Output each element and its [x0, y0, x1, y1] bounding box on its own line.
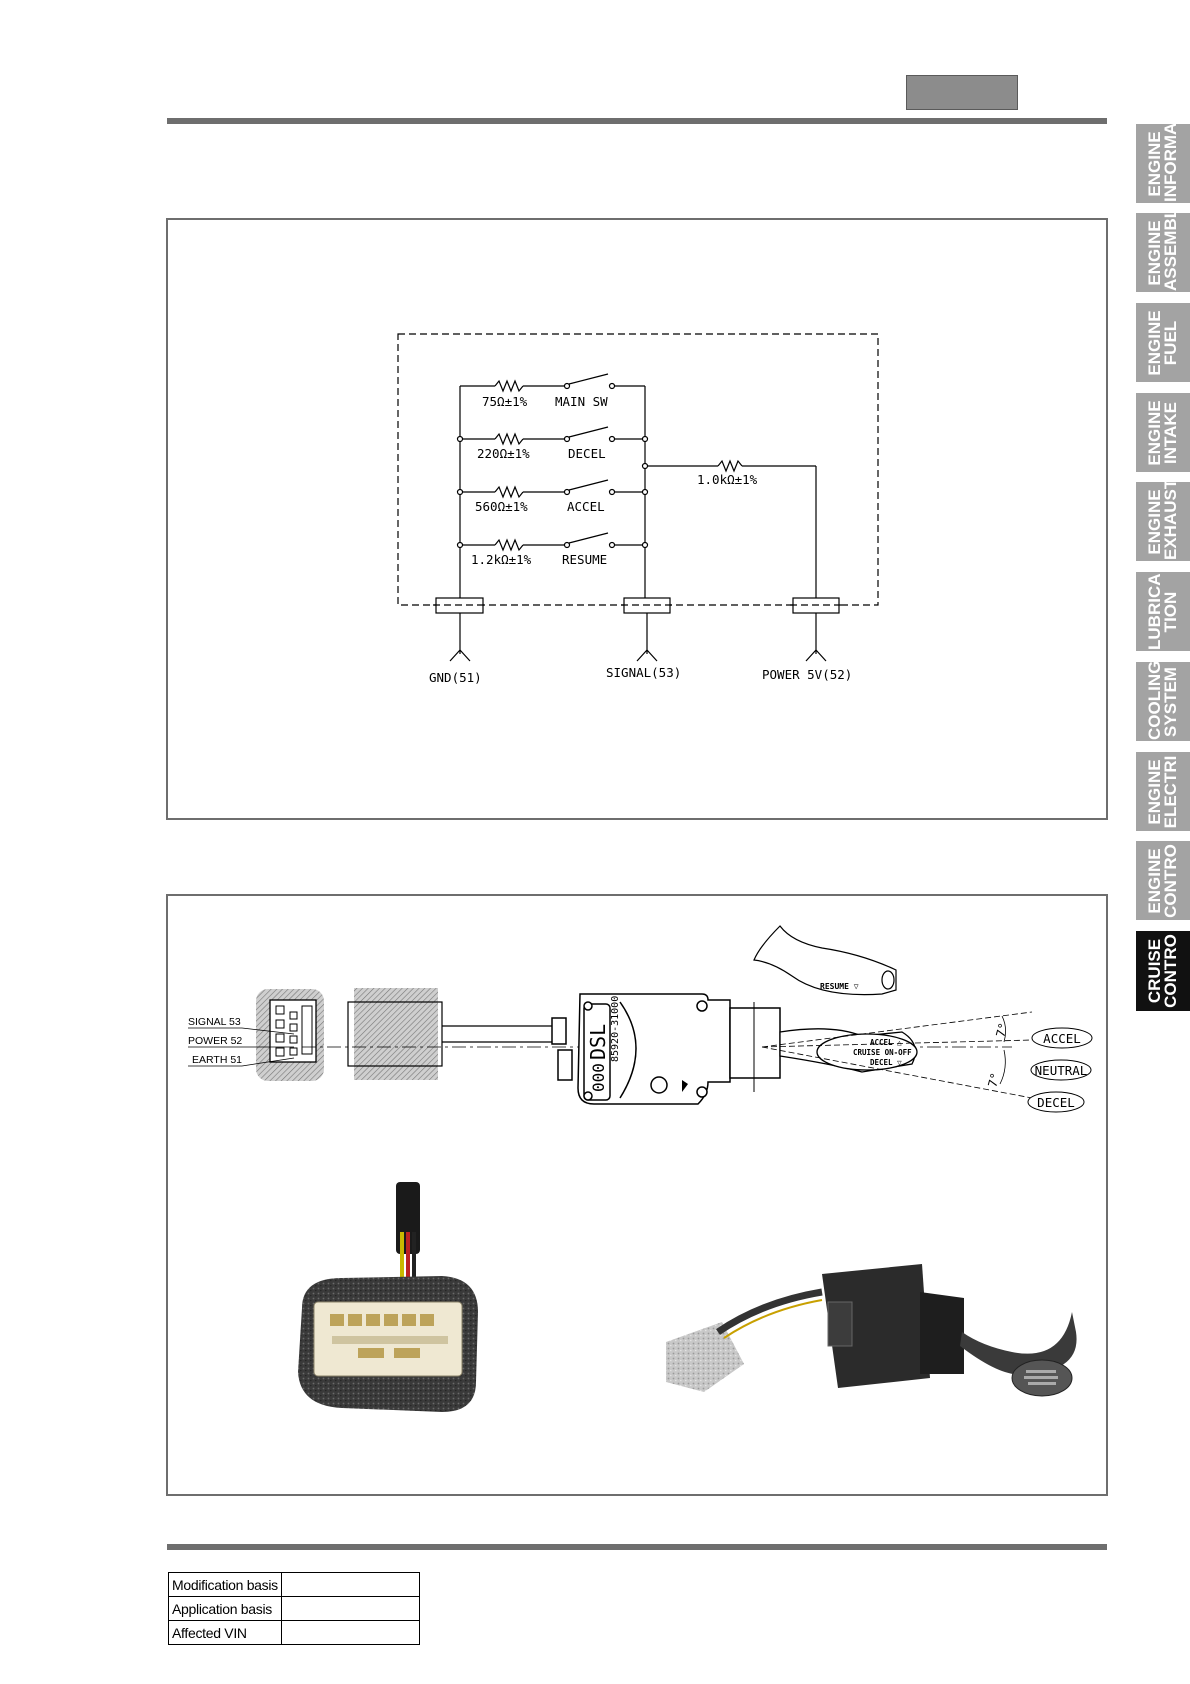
- switch-label: DECEL: [568, 446, 606, 461]
- tab-engine-electrical[interactable]: ENGINE ELECTRI: [1136, 752, 1190, 831]
- lever-stalk: [779, 1028, 918, 1073]
- body-code-text: 000: [589, 1063, 608, 1092]
- tab-label: LUBRICA TION: [1145, 573, 1180, 650]
- branch-decel: [456, 426, 649, 446]
- pullup-label: 1.0kΩ±1%: [697, 472, 758, 487]
- lever-label: ACCEL △: [870, 1038, 902, 1047]
- switch-assembly-photo: [666, 1264, 1077, 1397]
- table-row: Modification basis: [168, 1572, 420, 1597]
- angle-label: 7°: [993, 1021, 1010, 1039]
- switch-diagram: SIGNAL 53 POWER 52 EARTH 51: [188, 925, 1093, 1412]
- position-neutral: NEUTRAL: [1035, 1063, 1088, 1078]
- tab-engine-fuel[interactable]: ENGINE FUEL: [1136, 303, 1190, 382]
- pin-label: EARTH 51: [192, 1054, 242, 1066]
- info-table: Modification basis Application basis Aff…: [168, 1572, 420, 1645]
- top-rule: [167, 118, 1107, 124]
- terminal-gnd: GND(51): [429, 670, 482, 685]
- branch-accel: [456, 479, 649, 499]
- switch-diagram-panel: SIGNAL 53 POWER 52 EARTH 51: [166, 894, 1108, 1496]
- tab-label: CRUISE CONTRO: [1145, 934, 1180, 1008]
- body-part-number: 85920-31000: [610, 996, 621, 1062]
- resistor-label: 1.2kΩ±1%: [471, 552, 532, 567]
- tab-label: ENGINE INFORMA: [1145, 122, 1180, 202]
- row-value: [280, 1572, 420, 1597]
- row-label: Application basis: [168, 1596, 282, 1621]
- switch-label: MAIN SW: [555, 394, 608, 409]
- pin-label: SIGNAL 53: [188, 1016, 241, 1028]
- resistor-label: 220Ω±1%: [477, 446, 530, 461]
- bottom-rule: [167, 1544, 1107, 1550]
- branch-resume: [456, 532, 649, 552]
- resume-label: RESUME ▽: [820, 982, 859, 991]
- terminal-power: POWER 5V(52): [762, 667, 852, 682]
- row-label: Modification basis: [168, 1572, 282, 1597]
- branch-main: [460, 373, 645, 393]
- header-box: [906, 75, 1018, 110]
- switch-label: ACCEL: [567, 499, 605, 514]
- row-value: [280, 1620, 420, 1645]
- tab-label: ENGINE FUEL: [1145, 309, 1180, 376]
- tab-label: ENGINE CONTRO: [1145, 843, 1180, 918]
- angle-label: 7°: [985, 1071, 1002, 1089]
- tab-engine-intake[interactable]: ENGINE INTAKE: [1136, 393, 1190, 472]
- tab-label: ENGINE ELECTRI: [1145, 755, 1180, 828]
- tab-lubrication[interactable]: LUBRICA TION: [1136, 572, 1190, 651]
- lever-label: CRUISE ON-OFF: [853, 1048, 912, 1057]
- tab-cruise-control[interactable]: CRUISE CONTRO: [1136, 931, 1190, 1011]
- pin-label: POWER 52: [188, 1035, 242, 1047]
- resistor-label: 75Ω±1%: [482, 394, 528, 409]
- switch-body: [551, 993, 781, 1105]
- pullup-resistor: [641, 459, 817, 602]
- tab-label: COOLING SYSTEM: [1145, 660, 1180, 740]
- connector-photo: [298, 1182, 478, 1412]
- module-boundary: [397, 333, 879, 606]
- position-accel: ACCEL: [1043, 1031, 1081, 1046]
- resistor-label: 560Ω±1%: [475, 499, 528, 514]
- tab-label: ENGINE INTAKE: [1145, 399, 1180, 466]
- position-decel: DECEL: [1037, 1095, 1075, 1110]
- resume-lever-view: [753, 925, 897, 996]
- tab-label: ENGINE ASSEMBL: [1145, 207, 1180, 291]
- tab-engine-assembly[interactable]: ENGINE ASSEMBL: [1136, 207, 1190, 292]
- table-row: Application basis: [168, 1596, 420, 1621]
- circuit-diagram: 75Ω±1% MAIN SW 220Ω±1% DECEL 560Ω±1% ACC…: [397, 333, 879, 685]
- circuit-diagram-panel: 75Ω±1% MAIN SW 220Ω±1% DECEL 560Ω±1% ACC…: [166, 218, 1108, 820]
- tab-label: ENGINE EXHAUST: [1145, 478, 1180, 560]
- row-label: Affected VIN: [168, 1620, 282, 1645]
- switch-label: RESUME: [562, 552, 607, 567]
- tab-cooling-system[interactable]: COOLING SYSTEM: [1136, 660, 1190, 741]
- logo-icon: [650, 1076, 688, 1094]
- tab-engine-exhaust[interactable]: ENGINE EXHAUST: [1136, 478, 1190, 561]
- body-brand-text: DSL: [586, 1024, 610, 1060]
- terminal-signal: SIGNAL(53): [606, 665, 681, 680]
- tab-engine-control[interactable]: ENGINE CONTRO: [1136, 841, 1190, 920]
- lever-label: DECEL ▽: [870, 1058, 902, 1067]
- row-value: [280, 1596, 420, 1621]
- connector-end-view: SIGNAL 53 POWER 52 EARTH 51: [188, 989, 324, 1081]
- tab-engine-information[interactable]: ENGINE INFORMA: [1136, 122, 1190, 203]
- table-row: Affected VIN: [168, 1620, 420, 1645]
